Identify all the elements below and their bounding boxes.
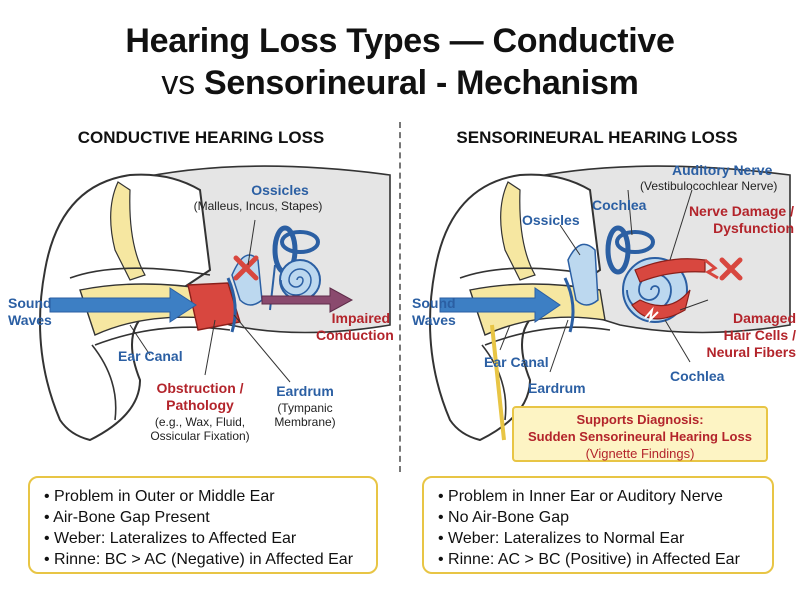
- leader-obstruction: [204, 319, 216, 376]
- sn-sound-label: Sound Waves: [412, 295, 456, 329]
- conductive-ossicles-detail: (Malleus, Incus, Stapes): [193, 199, 323, 213]
- obstruction-detail-2: Ossicular Fixation): [150, 429, 250, 443]
- sn-nerve-bolt: [704, 258, 719, 280]
- dysfunction-text: Dysfunction: [713, 220, 794, 236]
- conductive-earlobe: [91, 344, 117, 421]
- conductive-eardrum: [226, 277, 237, 333]
- sn-canal-2: [615, 230, 655, 254]
- conductive-sound-arrow: [49, 287, 197, 323]
- impaired-text: Impaired: [331, 310, 390, 326]
- sn-damaged-region: [631, 289, 691, 320]
- diagnosis-line-2: Sudden Sensorineural Hearing Loss: [528, 429, 752, 444]
- nerve-damage-text: Nerve Damage /: [688, 203, 794, 219]
- conductive-impaired-arrow: [261, 287, 354, 313]
- sn-eardrum: [563, 277, 575, 333]
- sensorineural-heading: SENSORINEURAL HEARING LOSS: [456, 128, 738, 147]
- conductive-cartilage: [110, 181, 146, 281]
- conductive-ossicles-label: Ossicles: [251, 182, 309, 198]
- sn-ossicles: [567, 243, 599, 306]
- sn-x-mark: [719, 257, 743, 281]
- sn-leader-ossicles: [559, 224, 581, 256]
- conduction-text: Conduction: [316, 327, 394, 343]
- sensorineural-bullet: • Problem in Inner Ear or Auditory Nerve: [438, 488, 723, 505]
- conductive-canal-2: [280, 230, 320, 254]
- sensorineural-bullet: • Rinne: AC > BC (Positive) in Affected …: [438, 551, 740, 568]
- conductive-bullet: • Problem in Outer or Middle Ear: [44, 488, 275, 505]
- conductive-bullet: • Rinne: BC > AC (Negative) in Affected …: [44, 551, 354, 568]
- conductive-ear-canal-label: Ear Canal: [118, 348, 183, 364]
- obstruction-detail-1: (e.g., Wax, Fluid,: [154, 415, 246, 429]
- diagnosis-line-3: (Vignette Findings): [585, 446, 695, 461]
- title-line-2-rest: Sensorineural - Mechanism: [203, 64, 639, 102]
- conductive-cochlea-spiral: [280, 268, 312, 296]
- sn-leader-nerve: [669, 189, 693, 261]
- sn-earlobe: [481, 344, 507, 421]
- sn-waves-text: Waves: [412, 312, 456, 328]
- sn-zigzag: [644, 306, 659, 324]
- conductive-bullet: • Weber: Lateralizes to Affected Ear: [44, 530, 297, 547]
- sn-leader-ear-canal: [499, 324, 511, 351]
- sn-cochlea-bottom-label: Cochlea: [670, 368, 725, 384]
- sn-nerve-damage-label: Nerve Damage / Dysfunction: [686, 203, 794, 237]
- sn-cochlea-top-label: Cochlea: [592, 197, 647, 213]
- conductive-bullet: • Air-Bone Gap Present: [44, 509, 210, 526]
- sound-text: Sound: [8, 295, 52, 311]
- diagnosis-line-1: Supports Diagnosis:: [576, 412, 704, 427]
- sn-leader-damaged: [679, 299, 709, 311]
- conductive-canal-lower: [94, 326, 231, 346]
- sensorineural-findings-box: • Problem in Inner Ear or Auditory Nerve…: [422, 476, 774, 574]
- conductive-impaired-label: Impaired Conduction: [316, 310, 394, 344]
- conductive-findings-box: • Problem in Outer or Middle Ear • Air-B…: [28, 476, 378, 574]
- conductive-eardrum-label: Eardrum: [276, 383, 334, 399]
- sn-cartilage: [500, 181, 536, 281]
- eardrum-detail-2: Membrane): [274, 415, 336, 429]
- obstruction-text: Obstruction /: [156, 380, 244, 396]
- sn-auditory-nerve-label: Auditory Nerve: [672, 162, 773, 178]
- title-vs: vs: [161, 64, 195, 102]
- sn-sound-text: Sound: [412, 295, 456, 311]
- conductive-canal-upper: [69, 267, 211, 279]
- sn-leader-cochlea-top: [627, 189, 633, 236]
- sn-eardrum-label: Eardrum: [528, 380, 586, 396]
- leader-eardrum: [233, 314, 291, 383]
- sensorineural-bullet: • Weber: Lateralizes to Normal Ear: [438, 530, 685, 547]
- conductive-ear-illustration: [39, 165, 391, 442]
- leader-ossicles: [247, 219, 256, 266]
- sn-ear-canal-label: Ear Canal: [484, 354, 549, 370]
- sn-leader-cochlea-bottom: [664, 319, 691, 363]
- sn-nerve: [634, 258, 706, 283]
- sn-ossicles-label: Ossicles: [522, 212, 580, 228]
- conductive-obstruction-label: Obstruction / Pathology: [130, 380, 270, 414]
- diagnosis-box: Supports Diagnosis: Sudden Sensorineural…: [512, 406, 768, 462]
- sensorineural-bullet: • No Air-Bone Gap: [438, 509, 569, 526]
- neural-fibers-text: Neural Fibers: [706, 344, 796, 360]
- panel-divider: [399, 122, 401, 472]
- title-line-1: Hearing Loss Types — Conductive: [125, 22, 675, 60]
- damaged-text: Damaged: [732, 310, 796, 326]
- sn-callout-line: [490, 324, 506, 441]
- hair-cells-text: Hair Cells /: [723, 327, 796, 343]
- eardrum-detail-1: (Tympanic: [277, 401, 333, 415]
- sn-sound-arrow: [439, 287, 561, 323]
- sn-auditory-nerve-detail: (Vestibulocochlear Nerve): [640, 179, 778, 193]
- conductive-x-mark: [233, 255, 259, 281]
- leader-ear-canal: [129, 324, 151, 356]
- sn-canal-lower: [484, 326, 611, 346]
- conductive-eardrum-detail: (Tympanic Membrane): [262, 401, 348, 429]
- title-line-2: vs Sensorineural - Mechanism: [0, 62, 800, 104]
- conductive-heading: CONDUCTIVE HEARING LOSS: [77, 128, 325, 147]
- waves-text: Waves: [8, 312, 52, 328]
- sensorineural-ear-illustration: [429, 165, 791, 442]
- page-title: Hearing Loss Types — Conductive vs Senso…: [0, 20, 800, 104]
- pathology-text: Pathology: [166, 397, 234, 413]
- sn-leader-eardrum: [549, 319, 569, 373]
- conductive-sound-label: Sound Waves: [8, 295, 52, 329]
- conductive-obstruction-detail: (e.g., Wax, Fluid, Ossicular Fixation): [130, 415, 270, 443]
- sn-damaged-label: Damaged Hair Cells / Neural Fibers: [700, 310, 796, 361]
